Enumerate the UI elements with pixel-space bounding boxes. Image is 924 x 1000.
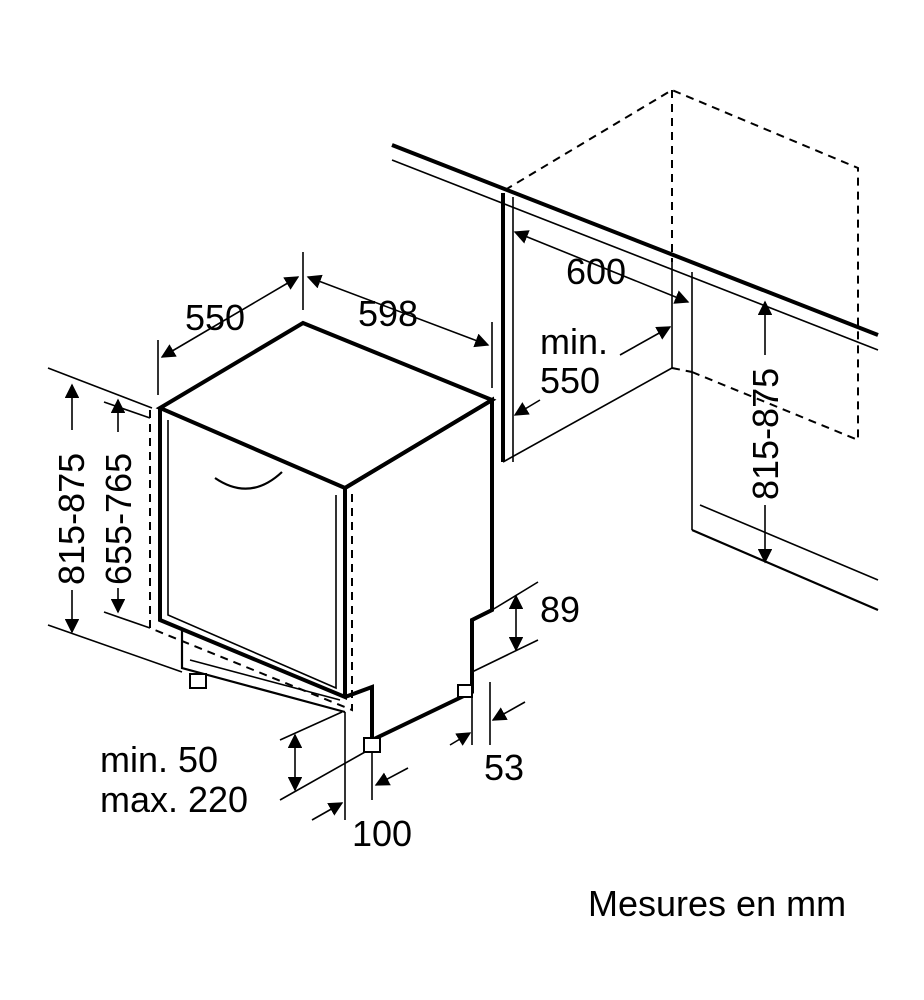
label-niche-min: min. — [540, 321, 608, 362]
dim-line-100-b — [374, 767, 409, 786]
countertop-edge-back — [391, 159, 879, 351]
plinth-line-right — [699, 504, 879, 581]
label-height-left: 815-875 — [51, 453, 92, 585]
ext-89-top — [491, 581, 539, 611]
ext-foot-bottom — [279, 751, 366, 801]
dim-line-53-b — [491, 701, 526, 721]
upper-cabinet-outline — [504, 88, 859, 330]
dim-line-550 — [160, 276, 300, 358]
label-niche-height: 815-875 — [745, 368, 786, 500]
floor-line-right — [691, 528, 879, 612]
foot-back-right — [457, 684, 473, 698]
dimension-lines — [47, 230, 773, 821]
foot-front-right — [363, 737, 381, 753]
label-recess-53: 53 — [484, 747, 524, 788]
door-trim — [167, 420, 337, 690]
dishwasher-top — [155, 320, 497, 491]
installation-niche — [391, 88, 879, 612]
dim-line-600 — [513, 230, 690, 304]
label-foot-min: min. 50 — [100, 739, 218, 780]
label-width-598: 598 — [358, 293, 418, 334]
dishwasher-side — [343, 396, 494, 744]
label-niche-width-600: 600 — [566, 251, 626, 292]
label-plinth-89: 89 — [540, 589, 580, 630]
niche-floor-line — [502, 367, 673, 463]
dim-line-min550-b — [619, 326, 672, 356]
dishwasher-front — [158, 408, 347, 700]
dim-line-53-a — [449, 732, 472, 746]
label-foot-max: max. 220 — [100, 779, 248, 820]
ext-door-top — [103, 401, 151, 419]
plinth-inner — [189, 659, 341, 701]
niche-back-link — [671, 367, 693, 373]
foot-front-left — [189, 673, 207, 689]
ext-89-bottom — [471, 639, 539, 673]
dim-line-598 — [306, 274, 490, 348]
dim-line-min550-a — [513, 399, 541, 416]
label-niche-depth-550: 550 — [540, 360, 600, 401]
niche-back-dashed — [691, 330, 859, 442]
plinth — [180, 628, 346, 714]
ext-door-bottom — [103, 611, 151, 629]
door-handle-icon — [214, 471, 283, 490]
label-door-height: 655-765 — [98, 453, 139, 585]
ext-height-top — [47, 367, 153, 409]
caption-units: Mesures en mm — [588, 883, 846, 924]
furniture-door-outline — [149, 410, 353, 712]
label-foot-offset-100: 100 — [352, 813, 412, 854]
countertop-edge-front — [391, 143, 879, 337]
ext-foot-top — [279, 711, 343, 741]
dim-line-100-a — [311, 802, 344, 821]
dishwasher-body — [149, 320, 497, 753]
label-depth-550: 550 — [185, 297, 245, 338]
